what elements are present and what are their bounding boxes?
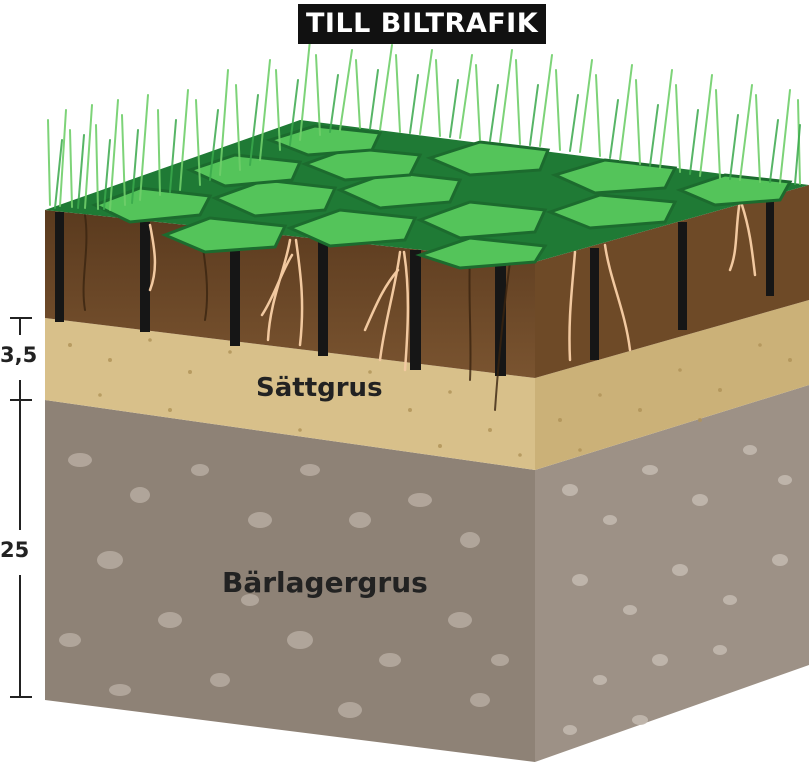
gravel-stones	[59, 453, 509, 718]
grid-posts	[55, 196, 774, 376]
base-layer-label: Bärlagergrus	[222, 566, 428, 599]
sand-layer-label: Sättgrus	[256, 373, 383, 403]
sand-layer	[45, 300, 809, 470]
sand-grains	[68, 338, 792, 457]
diagram-title: TILL BILTRAFIK	[298, 4, 547, 44]
hex-pavers	[91, 124, 793, 270]
soil-grid-layer	[45, 185, 809, 411]
grass-top	[45, 39, 809, 270]
dimension-bar	[10, 317, 32, 698]
gravel-stones-side	[562, 445, 792, 735]
sand-thickness-label: 3,5	[0, 343, 38, 367]
grass-blades-dark	[54, 69, 801, 210]
roots	[148, 198, 757, 372]
base-gravel-layer	[45, 385, 809, 762]
base-thickness-label: 25	[0, 538, 30, 562]
